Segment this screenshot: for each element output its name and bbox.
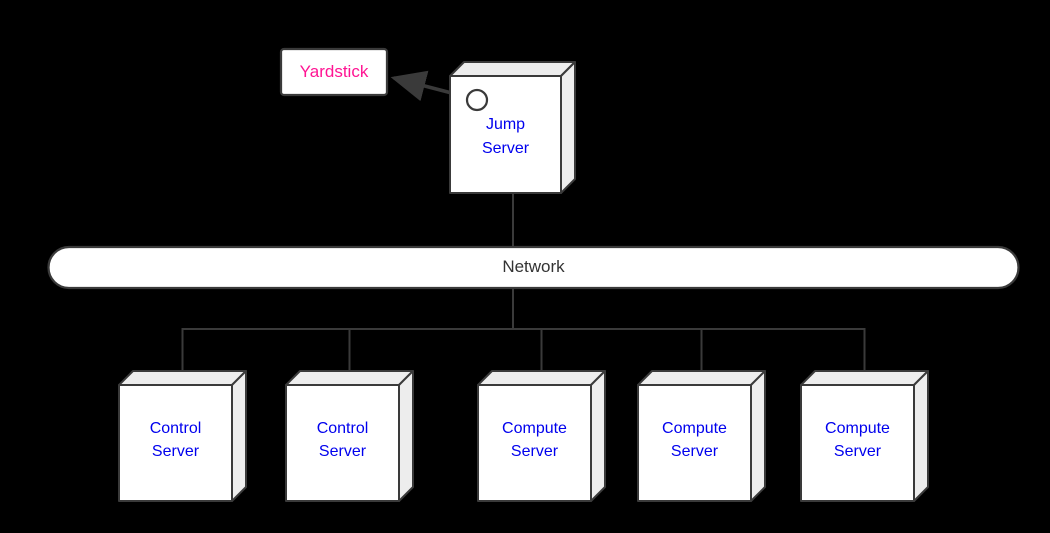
control-server-2-right-face: [398, 370, 414, 502]
compute-server-1-right-face: [590, 370, 606, 502]
compute-server-2-node: [637, 370, 766, 502]
jump-server-front-face: [449, 75, 562, 194]
control-server-1-top-face: [118, 370, 247, 386]
compute-server-2-top-face: [637, 370, 766, 386]
control-server-2-front-face: [285, 384, 400, 502]
jump-server-port-icon: [465, 88, 489, 112]
control-server-1-right-face: [231, 370, 247, 502]
compute-server-3-right-face: [913, 370, 929, 502]
control-server-2-top-face: [285, 370, 414, 386]
network-node: [47, 245, 1020, 290]
jump-server-node: [449, 61, 576, 194]
compute-server-1-front-face: [477, 384, 592, 502]
control-server-1-front-face: [118, 384, 233, 502]
compute-server-2-front-face: [637, 384, 752, 502]
connector-bus-to-servers: [181, 328, 866, 371]
compute-server-1-top-face: [477, 370, 606, 386]
compute-server-3-front-face: [800, 384, 915, 502]
jump-server-right-face: [560, 61, 576, 194]
compute-server-3-node: [800, 370, 929, 502]
compute-server-2-right-face: [750, 370, 766, 502]
control-server-1-node: [118, 370, 247, 502]
yardstick-node: [279, 47, 389, 97]
control-server-2-node: [285, 370, 414, 502]
jump-server-top-face: [449, 61, 576, 77]
compute-server-3-top-face: [800, 370, 929, 386]
compute-server-1-node: [477, 370, 606, 502]
